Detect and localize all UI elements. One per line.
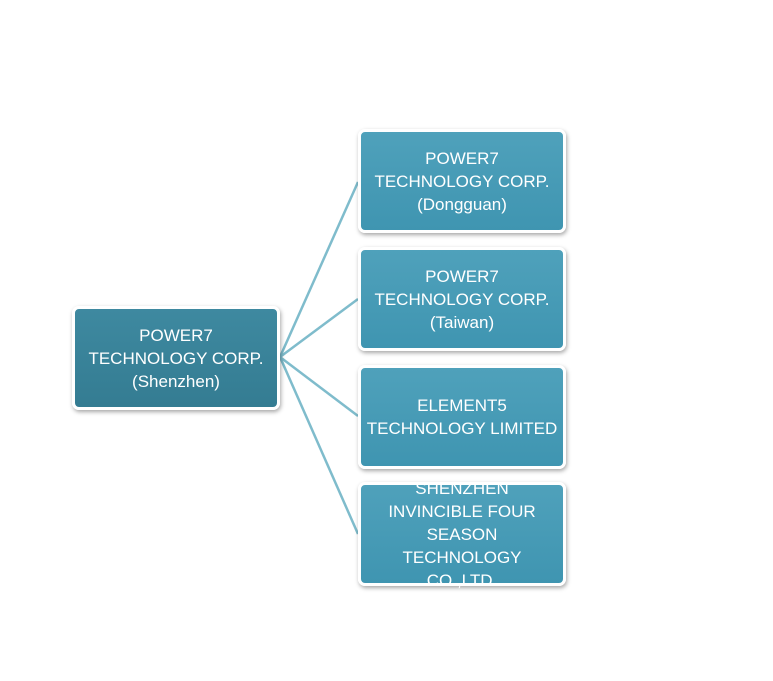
connector-line-2 — [279, 297, 359, 359]
root-node-label: POWER7 TECHNOLOGY CORP. (Shenzhen) — [88, 325, 264, 391]
child-node-label: POWER7 TECHNOLOGY CORP. (Taiwan) — [374, 266, 550, 332]
root-node: POWER7 TECHNOLOGY CORP. (Shenzhen) — [72, 306, 280, 410]
connector-line-4 — [278, 356, 360, 535]
child-node-label: ELEMENT5 TECHNOLOGY LIMITED — [366, 396, 558, 438]
child-node-label: SHENZHEN INVINCIBLE FOUR SEASON TECHNOLO… — [388, 478, 536, 590]
child-node-dongguan: POWER7 TECHNOLOGY CORP. (Dongguan) — [358, 129, 566, 233]
connector-line-3 — [279, 356, 359, 417]
child-node-element5: ELEMENT5 TECHNOLOGY LIMITED — [358, 365, 566, 469]
child-node-label: POWER7 TECHNOLOGY CORP. (Dongguan) — [374, 148, 550, 214]
connector-line-1 — [278, 181, 360, 358]
child-node-invincible-four-season: SHENZHEN INVINCIBLE FOUR SEASON TECHNOLO… — [358, 479, 566, 590]
child-node-taiwan: POWER7 TECHNOLOGY CORP. (Taiwan) — [358, 247, 566, 351]
